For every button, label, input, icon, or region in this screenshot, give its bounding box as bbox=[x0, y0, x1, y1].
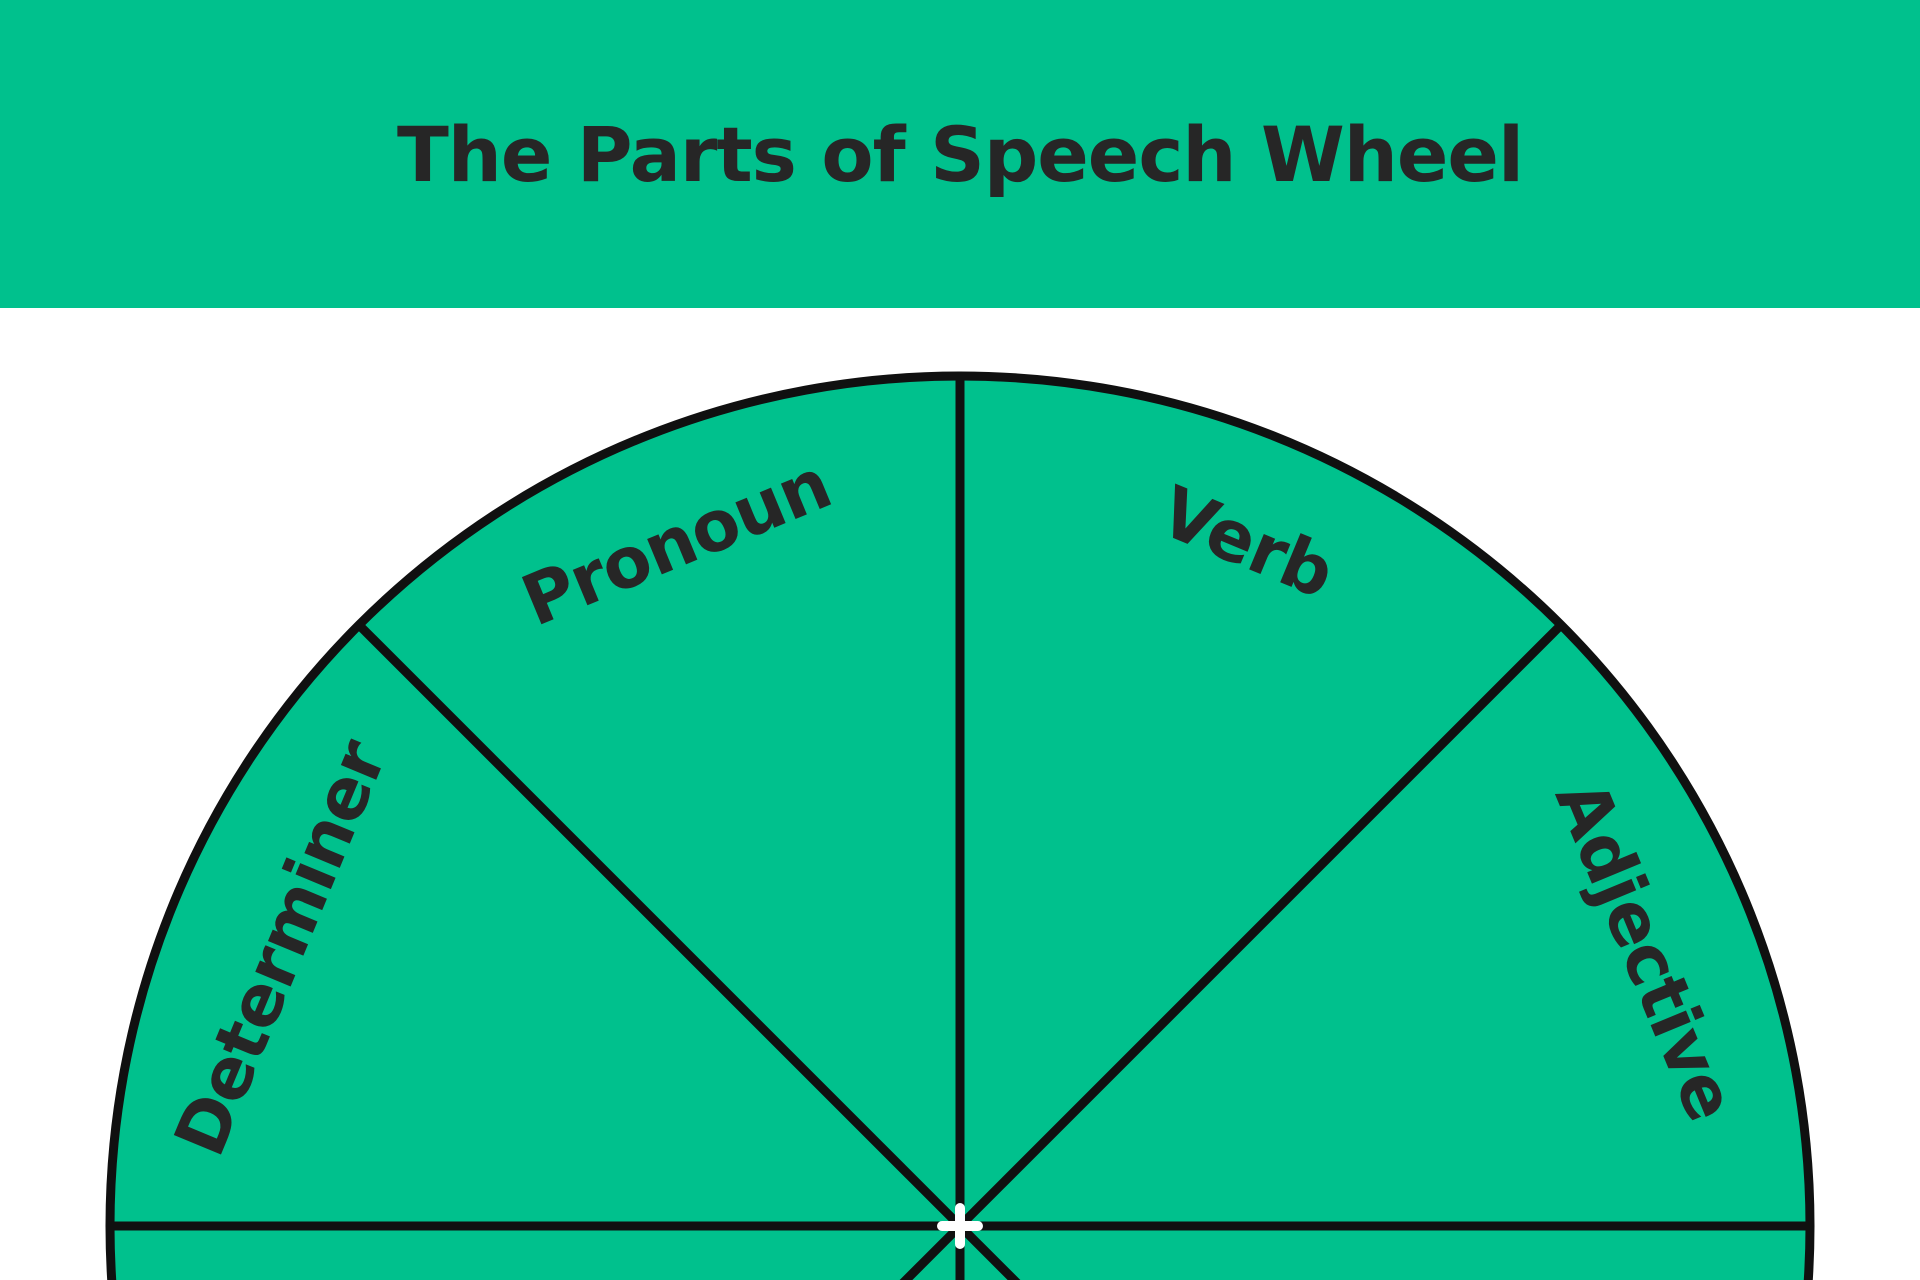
segment-divider-line bbox=[355, 621, 964, 1230]
segment-divider-lines bbox=[110, 376, 1810, 1280]
segment-divider-line bbox=[956, 621, 1565, 1230]
page-title: The Parts of Speech Wheel bbox=[396, 109, 1524, 199]
center-plus-marker bbox=[937, 1203, 983, 1249]
header-banner: The Parts of Speech Wheel bbox=[0, 0, 1920, 308]
